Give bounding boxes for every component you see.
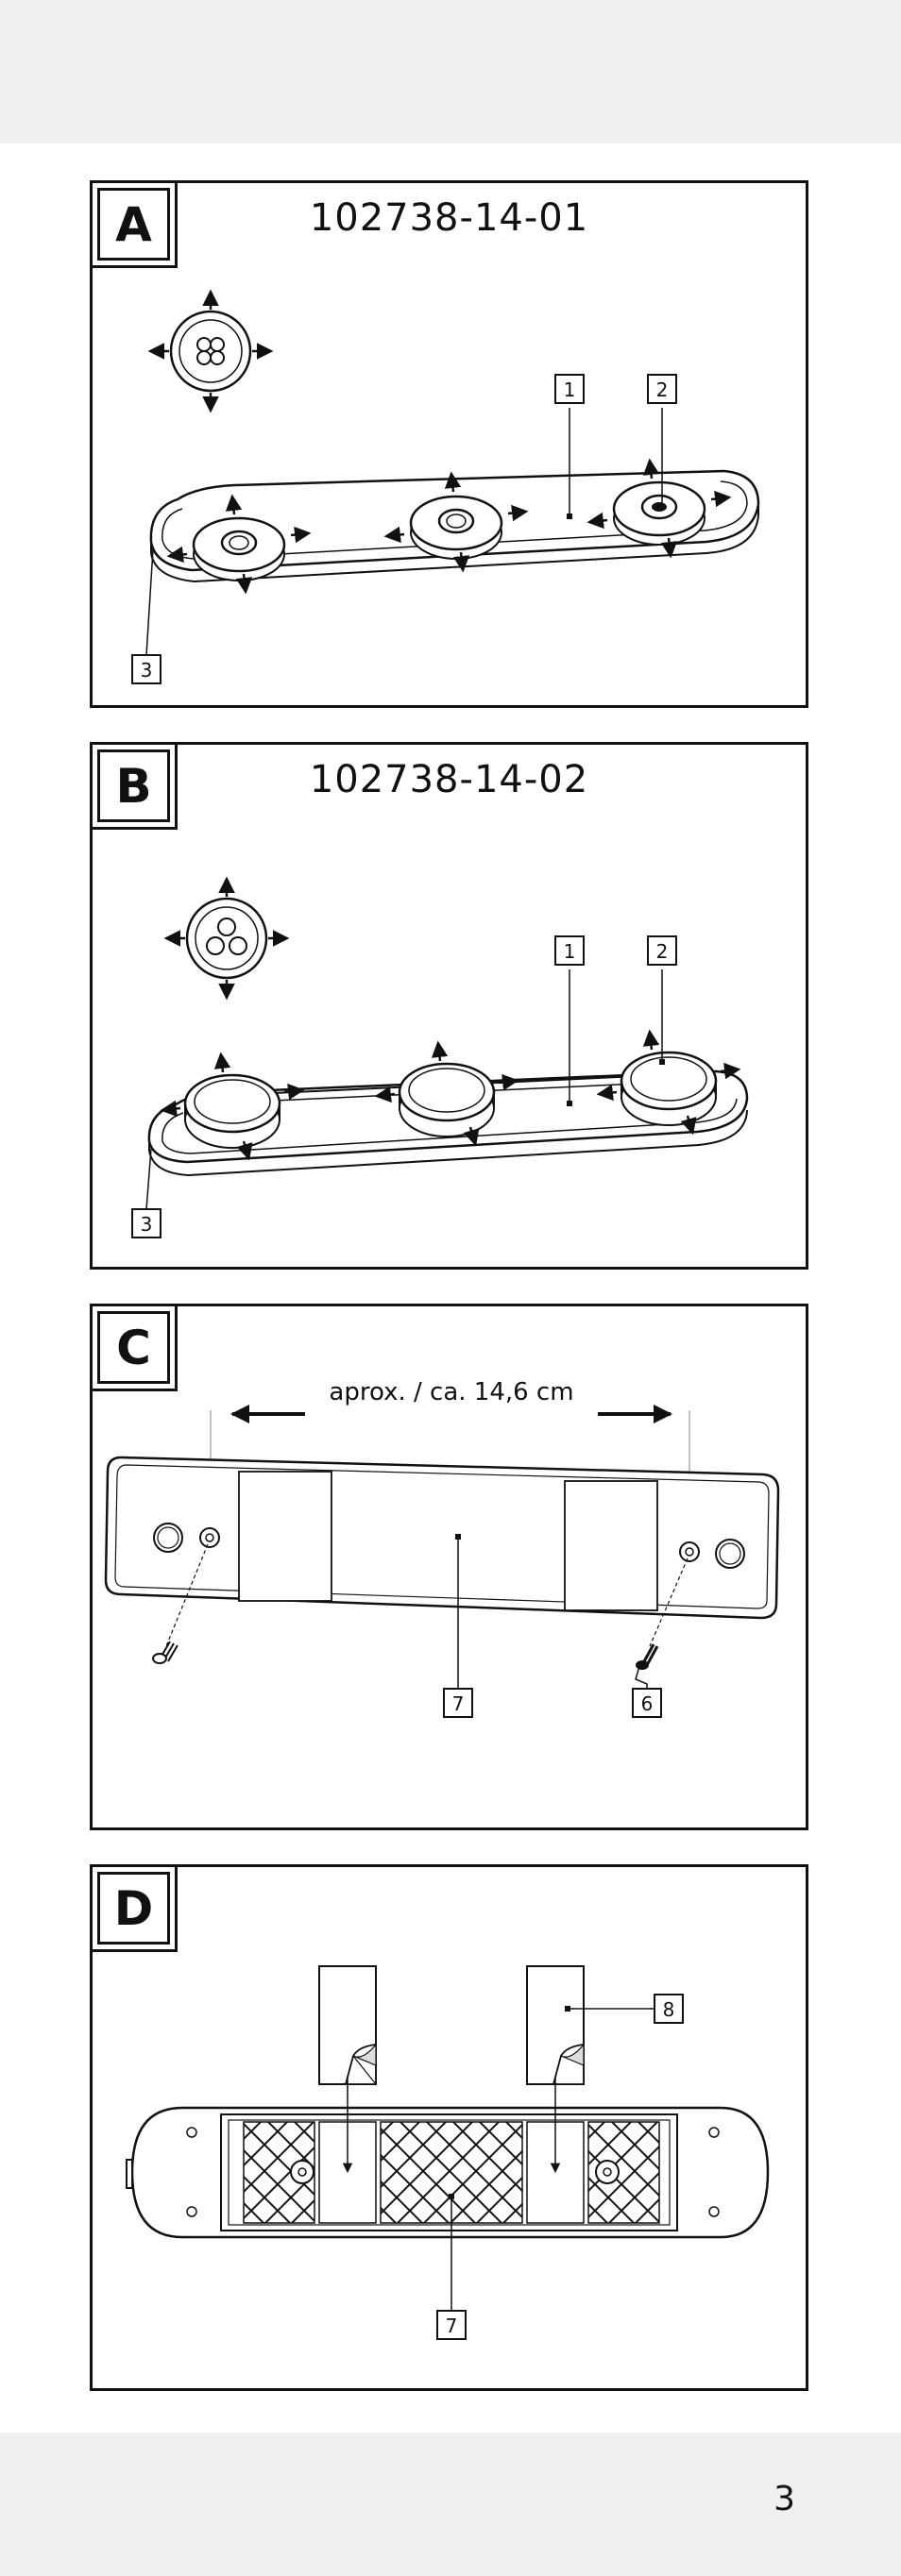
page-number: 3: [774, 2480, 795, 2518]
callout-3: 3: [131, 548, 162, 684]
light-dome-middle: [374, 1040, 519, 1147]
panel-b-illustration: 1 2 3: [131, 876, 749, 1238]
svg-text:7: 7: [446, 2315, 458, 2337]
svg-text:2: 2: [656, 940, 669, 963]
panel-c: C aprox. / ca. 14,6 cm: [90, 1304, 808, 1830]
callout-8: 8: [565, 1994, 684, 2024]
svg-text:3: 3: [141, 1213, 153, 1236]
light-bar-underside: [126, 2106, 770, 2239]
svg-text:3: 3: [141, 659, 153, 682]
panel-a-model-number: 102738-14-01: [309, 196, 589, 240]
callout-1: 1: [554, 374, 585, 519]
svg-text:1: 1: [564, 940, 576, 963]
adhesive-pad-right-icon: [526, 1965, 585, 2085]
panel-d-letter: D: [97, 1872, 170, 1945]
panel-a: A 102738-14-01: [90, 180, 808, 708]
bottom-margin-band: [0, 2433, 901, 2576]
svg-text:6: 6: [641, 1692, 654, 1715]
svg-text:7: 7: [452, 1692, 465, 1715]
panel-b-letter-box: B: [90, 742, 178, 830]
panel-a-illustration: 1 2 3: [131, 289, 760, 684]
callout-3: 3: [131, 1148, 162, 1238]
panel-b-letter: B: [97, 749, 170, 822]
panel-d: D 8: [90, 1864, 808, 2391]
panel-a-letter-box: A: [90, 180, 178, 268]
callout-1: 1: [554, 935, 585, 1106]
light-dome-right: [586, 458, 732, 559]
light-face-detail-icon: [147, 289, 274, 413]
mounting-plate: [104, 1456, 780, 1620]
panel-b: B 102738-14-02: [90, 742, 808, 1270]
panel-c-letter-box: C: [90, 1304, 178, 1391]
screw-left-icon: [152, 1543, 209, 1664]
placement-arrows: [342, 2077, 561, 2174]
panel-c-illustration: aprox. / ca. 14,6 cm: [104, 1378, 780, 1718]
callout-2: 2: [647, 374, 677, 504]
top-margin-band: [0, 0, 901, 143]
light-dome-right: [596, 1029, 741, 1136]
svg-text:1: 1: [564, 379, 576, 401]
callout-7: 7: [436, 2194, 467, 2340]
callout-2: 2: [647, 935, 677, 1065]
dimension-label: aprox. / ca. 14,6 cm: [329, 1378, 573, 1406]
light-dome-left: [160, 1052, 305, 1161]
light-face-detail-icon: [163, 876, 290, 1001]
adhesive-pad-left-icon: [318, 1965, 377, 2085]
callout-6: 6: [632, 1662, 662, 1718]
panel-c-letter: C: [97, 1311, 170, 1384]
panel-d-illustration: 8 7: [126, 1965, 770, 2340]
panel-d-letter-box: D: [90, 1864, 178, 1952]
dimension-indicator: aprox. / ca. 14,6 cm: [230, 1378, 672, 1423]
light-dome-middle: [383, 471, 529, 573]
panel-b-model-number: 102738-14-02: [309, 758, 589, 801]
svg-text:2: 2: [656, 379, 669, 401]
panel-a-letter: A: [97, 188, 170, 261]
callout-7: 7: [443, 1534, 473, 1718]
svg-text:8: 8: [663, 1998, 675, 2021]
light-dome-left: [166, 494, 312, 595]
